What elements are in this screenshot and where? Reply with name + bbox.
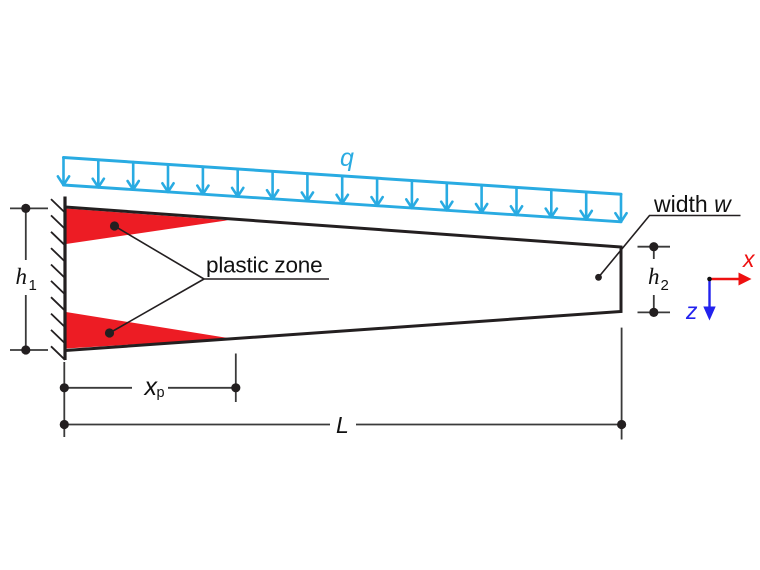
svg-text:z: z bbox=[685, 298, 698, 324]
svg-text:2: 2 bbox=[661, 277, 669, 294]
svg-text:p: p bbox=[157, 385, 165, 401]
svg-text:h: h bbox=[16, 264, 28, 289]
svg-text:x: x bbox=[144, 373, 159, 401]
svg-text:q: q bbox=[340, 144, 354, 172]
svg-text:h: h bbox=[648, 264, 660, 289]
svg-text:width w: width w bbox=[653, 191, 732, 217]
svg-text:1: 1 bbox=[29, 277, 37, 294]
svg-text:plastic zone: plastic zone bbox=[206, 253, 322, 278]
svg-text:x: x bbox=[742, 246, 756, 272]
svg-text:L: L bbox=[336, 412, 349, 438]
